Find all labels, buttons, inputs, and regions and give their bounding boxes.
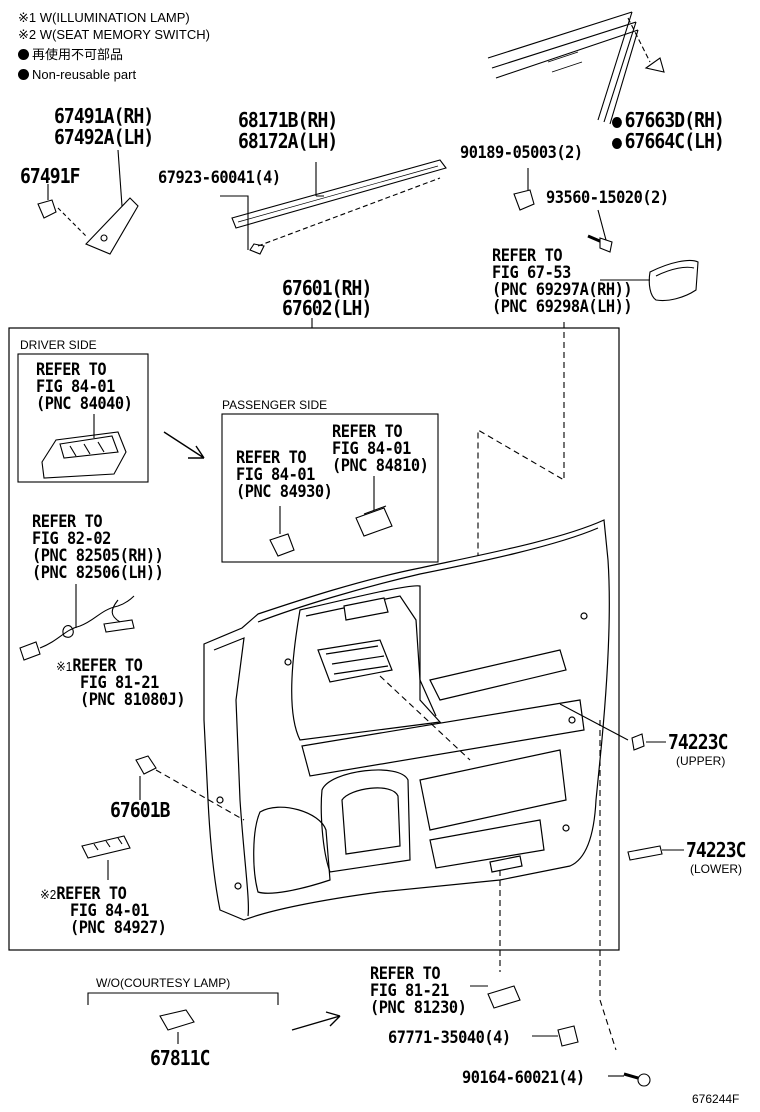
part-74223c-lower[interactable]: 74223C: [686, 838, 747, 862]
ref-fig6753-l3[interactable]: (PNC 69297A(RH)): [492, 280, 633, 300]
belt-molding: [231, 159, 447, 255]
part-68172a[interactable]: 68172A(LH): [238, 129, 338, 153]
ref-fig8121b-l3[interactable]: (PNC 81230): [370, 998, 467, 1018]
driver-window-switch: [41, 414, 127, 479]
ref-driver-l1[interactable]: REFER TO: [36, 360, 107, 380]
label-upper: (UPPER): [676, 754, 726, 768]
ref-fig8401c-l1[interactable]: ※2REFER TO: [40, 884, 127, 904]
arrow-to-passenger: [163, 431, 205, 459]
ref-fig6753-l4[interactable]: (PNC 69298A(LH)): [492, 297, 633, 317]
part-67664c-text: 67664C(LH): [624, 129, 725, 153]
part-67492a[interactable]: 67492A(LH): [54, 125, 154, 149]
non-reusable-icon: [612, 138, 622, 149]
window-frame-molding: [487, 11, 639, 125]
part-67771[interactable]: 67771-35040(4): [388, 1028, 511, 1048]
bullet-icon: [18, 49, 29, 60]
part-90189[interactable]: 90189-05003(2): [460, 143, 583, 163]
legend-note-2: ※2 W(SEAT MEMORY SWITCH): [18, 27, 210, 42]
main-frame: [8, 327, 620, 951]
ref-fig8401c-l2[interactable]: FIG 84-01: [70, 901, 149, 921]
ref-fig8121a-l1-text: REFER TO: [72, 656, 143, 676]
part-67491f[interactable]: 67491F: [20, 164, 81, 188]
part-67811c[interactable]: 67811C: [150, 1046, 211, 1070]
ref-fig8401c-l1-text: REFER TO: [56, 884, 127, 904]
part-90164[interactable]: 90164-60021(4): [462, 1068, 585, 1088]
legend-non-reusable-jp: 再使用不可部品: [18, 47, 123, 63]
legend-non-reusable-jp-text: 再使用不可部品: [32, 47, 124, 62]
non-reusable-icon: [612, 117, 622, 128]
ref-pass-a-l1[interactable]: REFER TO: [236, 448, 307, 468]
driver-side-box: [17, 353, 149, 483]
passenger-switch-b: [355, 476, 393, 537]
part-67923[interactable]: 67923-60041(4): [158, 168, 281, 188]
part-67601b[interactable]: 67601B: [110, 798, 171, 822]
part-67602[interactable]: 67602(LH): [282, 296, 372, 320]
section-passenger-side: PASSENGER SIDE: [222, 398, 328, 412]
ref-pass-a-l2[interactable]: FIG 84-01: [236, 465, 315, 485]
screw-93560: [587, 209, 613, 253]
ref-fig8121a-mark: ※1: [56, 659, 73, 674]
clip-67771: [557, 1025, 579, 1047]
clip-67601b: [135, 755, 157, 800]
ref-pass-a-l3[interactable]: (PNC 84930): [236, 482, 333, 502]
ref-pass-b-l1[interactable]: REFER TO: [332, 422, 403, 442]
part-67491a[interactable]: 67491A(RH): [54, 104, 154, 128]
courtesy-lamp-81230: [487, 985, 521, 1009]
ref-fig8121a-l2[interactable]: FIG 81-21: [80, 673, 159, 693]
section-driver-side: DRIVER SIDE: [20, 338, 97, 352]
seat-memory-switch: [81, 835, 131, 880]
ref-fig8401c-mark: ※2: [40, 887, 57, 902]
label-lower: (LOWER): [690, 862, 742, 876]
ref-fig8202-l3[interactable]: (PNC 82505(RH)): [32, 546, 164, 566]
part-67601[interactable]: 67601(RH): [282, 276, 372, 300]
nut-90189: [513, 189, 535, 211]
ref-driver-l3[interactable]: (PNC 84040): [36, 394, 133, 414]
ref-fig8121a-l3[interactable]: (PNC 81080J): [80, 690, 186, 710]
legend-non-reusable-en-text: Non-reusable part: [32, 67, 137, 82]
part-67663d[interactable]: 67663D(RH): [612, 108, 725, 132]
ref-pass-b-l3[interactable]: (PNC 84810): [332, 456, 429, 476]
corner-piece-67491a: [85, 149, 139, 255]
ref-fig8401c-l3[interactable]: (PNC 84927): [70, 918, 167, 938]
part-67664c[interactable]: 67664C(LH): [612, 129, 725, 153]
part-93560[interactable]: 93560-15020(2): [546, 188, 669, 208]
ref-fig8202-l1[interactable]: REFER TO: [32, 512, 103, 532]
screw-90164: [608, 1072, 651, 1087]
clip-67663d: [644, 57, 665, 73]
ref-fig6753-l1[interactable]: REFER TO: [492, 246, 563, 266]
part-68171b[interactable]: 68171B(RH): [238, 108, 338, 132]
ref-fig8121a-l1[interactable]: ※1REFER TO: [56, 656, 143, 676]
legend-non-reusable-en: Non-reusable part: [18, 67, 136, 83]
ref-fig8202-l2[interactable]: FIG 82-02: [32, 529, 111, 549]
ref-pass-b-l2[interactable]: FIG 84-01: [332, 439, 411, 459]
passenger-side-box: [221, 413, 439, 563]
ref-fig6753-l2[interactable]: FIG 67-53: [492, 263, 571, 283]
figure-id: 676244F: [692, 1092, 740, 1106]
cover-67811c: [159, 1009, 195, 1031]
part-67663d-text: 67663D(RH): [624, 108, 725, 132]
cap-74223c-upper: [631, 733, 645, 751]
armrest-trim: [648, 259, 699, 302]
clip-67491f: [37, 184, 87, 237]
courtesy-bracket: [87, 992, 279, 1005]
arrow-lower: [291, 1011, 341, 1031]
ref-fig8121b-l2[interactable]: FIG 81-21: [370, 981, 449, 1001]
part-74223c-upper[interactable]: 74223C: [668, 730, 729, 754]
section-wo-courtesy-lamp: W/O(COURTESY LAMP): [96, 976, 231, 990]
ref-fig8121b-l1[interactable]: REFER TO: [370, 964, 441, 984]
ref-driver-l2[interactable]: FIG 84-01: [36, 377, 115, 397]
door-trim-panel: [203, 519, 610, 921]
legend-note-1: ※1 W(ILLUMINATION LAMP): [18, 10, 190, 25]
passenger-switch-a: [269, 506, 295, 557]
cap-74223c-lower: [627, 845, 663, 861]
ref-fig8202-l4[interactable]: (PNC 82506(LH)): [32, 563, 164, 583]
wire-harness: [19, 584, 135, 661]
bullet-icon: [18, 69, 29, 80]
